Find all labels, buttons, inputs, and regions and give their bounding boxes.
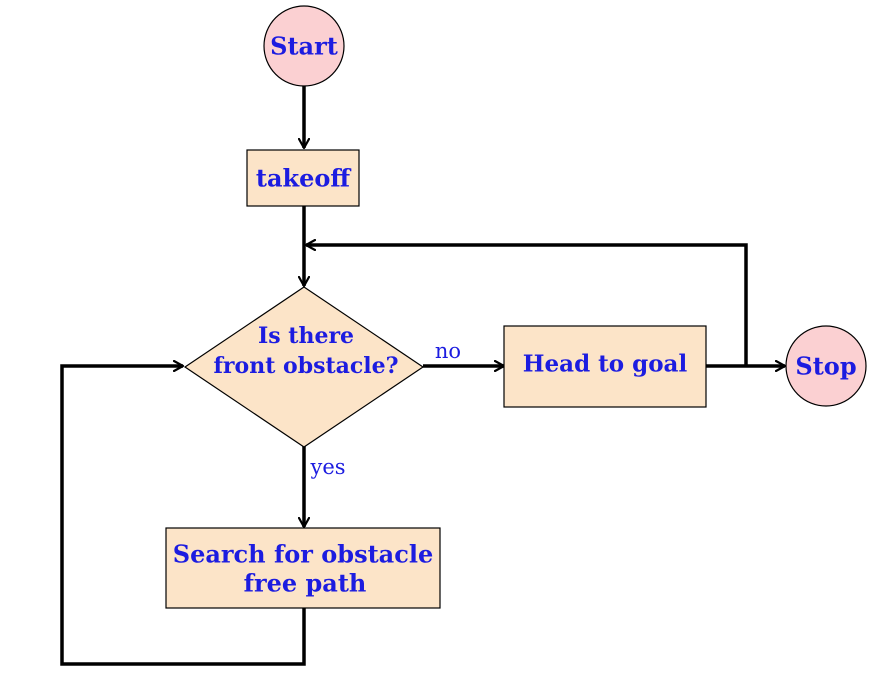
edge-label-yes: yes <box>309 455 345 479</box>
takeoff-label: takeoff <box>256 164 352 193</box>
start-label: Start <box>270 32 338 61</box>
decision-label-line2: front obstacle? <box>213 353 398 379</box>
stop-label: Stop <box>795 352 856 381</box>
stop-node <box>785 325 867 407</box>
takeoff-node <box>246 149 360 207</box>
search-label-line1: Search for obstacle <box>173 540 433 569</box>
arrow-search-return <box>60 366 306 666</box>
search-node <box>165 527 441 609</box>
search-label-line2: free path <box>244 569 367 598</box>
head-to-goal-label: Head to goal <box>523 351 688 378</box>
head-to-goal-node <box>503 325 707 408</box>
decision-label-line1: Is there <box>258 323 354 349</box>
decision-node <box>183 286 425 448</box>
edge-label-no: no <box>435 339 461 363</box>
start-node <box>263 5 345 87</box>
arrow-loop-back <box>306 245 748 366</box>
